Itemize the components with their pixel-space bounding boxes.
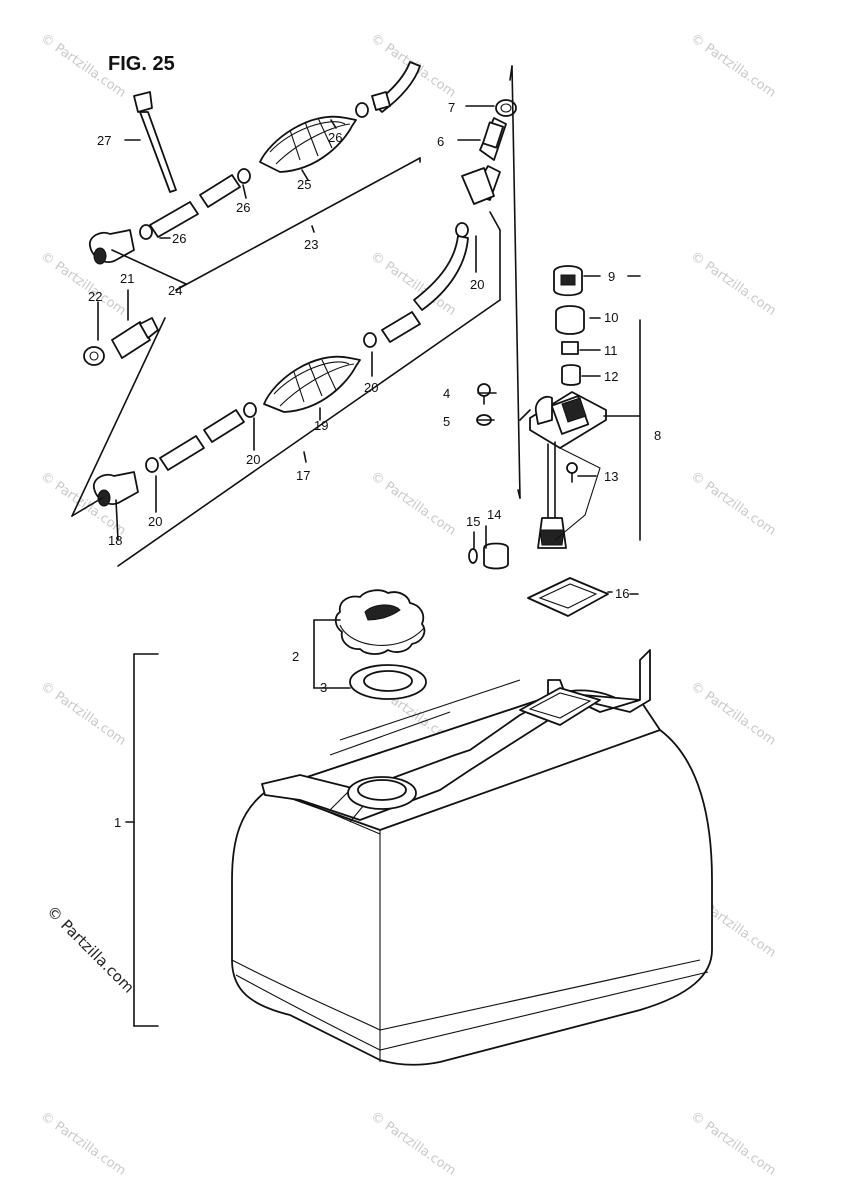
- part-label-4[interactable]: 4: [443, 386, 450, 401]
- part-label-19[interactable]: 19: [314, 418, 328, 433]
- part-label-22[interactable]: 22: [88, 289, 102, 304]
- part-label-24[interactable]: 24: [168, 283, 182, 298]
- watermark: © Partzilla.com: [688, 249, 779, 319]
- watermark: © Partzilla.com: [38, 1109, 129, 1179]
- part-label-27[interactable]: 27: [97, 133, 111, 148]
- part-label-20[interactable]: 20: [470, 277, 484, 292]
- part-label-1[interactable]: 1: [114, 815, 121, 830]
- watermark: © Partzilla.com: [368, 469, 459, 539]
- copyright-notice: © Partzilla.com: [43, 902, 138, 997]
- part-label-10[interactable]: 10: [604, 310, 618, 325]
- watermark: © Partzilla.com: [688, 1109, 779, 1179]
- fuel-tank-drawing: [231, 649, 713, 1066]
- part-label-2[interactable]: 2: [292, 649, 299, 664]
- watermark: © Partzilla.com: [368, 1109, 459, 1179]
- fuel-cap-drawing: [334, 589, 427, 700]
- connector-drawing: [83, 317, 159, 366]
- part-label-14[interactable]: 14: [487, 507, 501, 522]
- part-label-21[interactable]: 21: [120, 271, 134, 286]
- cable-tie-drawing: [133, 91, 177, 193]
- watermark: © Partzilla.com: [688, 679, 779, 749]
- fuel-line-lower-drawing: [93, 165, 501, 507]
- part-label-3[interactable]: 3: [320, 680, 327, 695]
- part-label-6[interactable]: 6: [437, 134, 444, 149]
- part-label-20[interactable]: 20: [148, 514, 162, 529]
- part-label-8[interactable]: 8: [654, 428, 661, 443]
- watermark: © Partzilla.com: [688, 469, 779, 539]
- part-labels: 1 2 3 4 5 6 7 8 9 10 11 12 13 14 15 16 1…: [88, 100, 661, 830]
- part-label-13[interactable]: 13: [604, 469, 618, 484]
- part-label-12[interactable]: 12: [604, 369, 618, 384]
- part-label-26[interactable]: 26: [328, 130, 342, 145]
- part-label-17[interactable]: 17: [296, 468, 310, 483]
- part-label-9[interactable]: 9: [608, 269, 615, 284]
- figure-title: FIG. 25: [108, 53, 175, 75]
- part-label-5[interactable]: 5: [443, 414, 450, 429]
- pickup-assembly-drawing: [468, 99, 609, 617]
- part-label-18[interactable]: 18: [108, 533, 122, 548]
- part-label-25[interactable]: 25: [297, 177, 311, 192]
- part-label-11[interactable]: 11: [604, 343, 618, 358]
- leader-lines: [71, 65, 641, 1027]
- part-label-26[interactable]: 26: [236, 200, 250, 215]
- part-label-23[interactable]: 23: [304, 237, 318, 252]
- watermark: © Partzilla.com: [688, 31, 779, 101]
- part-label-7[interactable]: 7: [448, 100, 455, 115]
- part-label-20[interactable]: 20: [364, 380, 378, 395]
- fuel-line-upper-drawing: [89, 61, 421, 265]
- part-label-16[interactable]: 16: [615, 586, 629, 601]
- watermark: © Partzilla.com: [38, 679, 129, 749]
- part-label-20[interactable]: 20: [246, 452, 260, 467]
- part-label-26[interactable]: 26: [172, 231, 186, 246]
- part-label-15[interactable]: 15: [466, 514, 480, 529]
